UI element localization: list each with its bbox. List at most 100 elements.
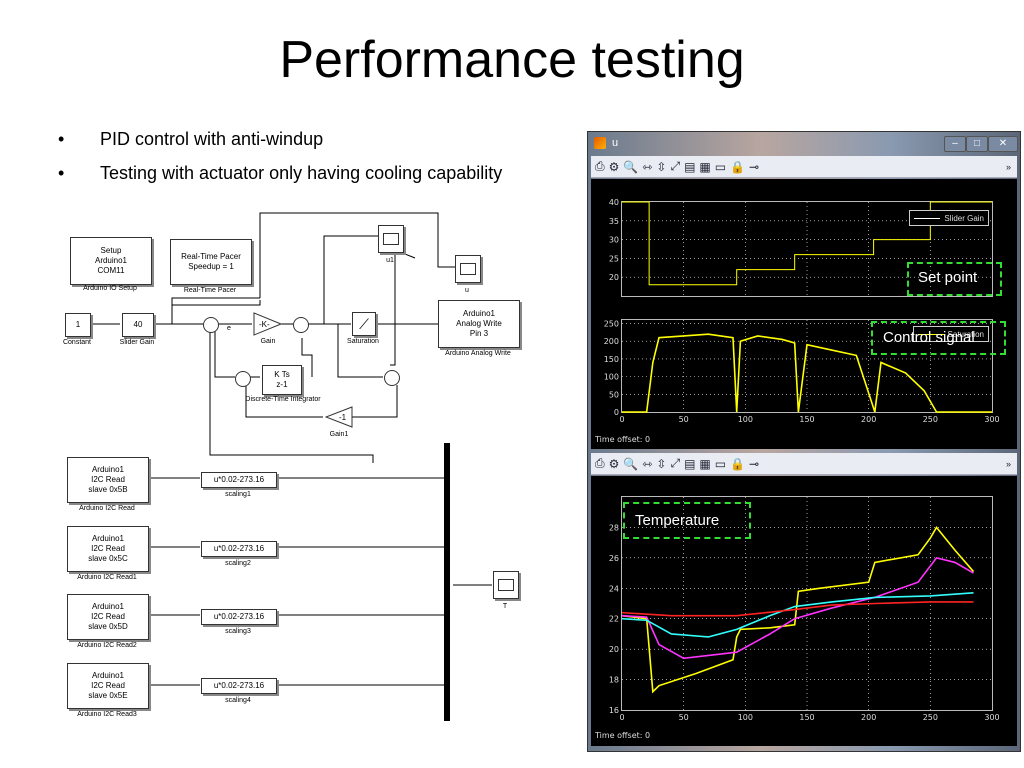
scope-u-block[interactable] bbox=[455, 255, 481, 283]
i2c-read-label: Arduino I2C Read2 bbox=[77, 642, 137, 649]
time-offset-text: Time offset: bbox=[595, 731, 643, 740]
gain1-block[interactable]: -1 bbox=[325, 406, 353, 428]
slide-title: Performance testing bbox=[279, 31, 745, 89]
simulink-diagram: Setup Arduino1 COM11 Arduino IO Setup Re… bbox=[55, 205, 585, 735]
discrete-time-integrator-label: Discrete-Time Integrator bbox=[245, 396, 321, 403]
series-line bbox=[622, 333, 992, 413]
window-title: u bbox=[612, 137, 619, 149]
toolbar-chevron-icon[interactable]: » bbox=[1005, 161, 1011, 172]
x-tick-label: 100 bbox=[738, 713, 753, 722]
y-tick-label: 50 bbox=[609, 390, 619, 399]
i2c-read-block[interactable]: Arduino1 I2C Read slave 0x5D bbox=[67, 594, 149, 640]
minimize-button[interactable]: – bbox=[944, 136, 966, 152]
save-axes-icon[interactable]: ▤ bbox=[684, 456, 696, 471]
print-icon[interactable]: ⎙ bbox=[595, 456, 605, 470]
x-tick-label: 250 bbox=[923, 415, 938, 424]
toolbar-chevron-icon[interactable]: » bbox=[1005, 458, 1011, 469]
arduino-io-setup-block[interactable]: Setup Arduino1 COM11 bbox=[70, 237, 152, 285]
gain-label: Gain bbox=[260, 338, 276, 345]
y-tick-label: 30 bbox=[609, 236, 619, 245]
constant-label: Constant bbox=[62, 339, 92, 346]
slider-gain-block[interactable]: 40 bbox=[122, 313, 154, 337]
y-tick-label: 25 bbox=[609, 254, 619, 263]
zoom-in-icon[interactable]: 🔍 bbox=[623, 456, 639, 471]
i2c-read-label: Arduino I2C Read3 bbox=[77, 711, 137, 718]
scope-toolbar: ⎙⚙🔍⇿⇳⤢▤▦▭🔒⊸ » bbox=[591, 156, 1017, 178]
scaling-block[interactable]: u*0.02-273.16 bbox=[201, 609, 277, 625]
floating-scope-icon[interactable]: ▭ bbox=[714, 159, 727, 174]
x-tick-label: 0 bbox=[619, 415, 624, 424]
x-tick-label: 200 bbox=[861, 415, 876, 424]
gain1-label: Gain1 bbox=[329, 431, 349, 438]
maximize-button[interactable]: □ bbox=[966, 136, 988, 152]
y-tick-label: 28 bbox=[609, 523, 619, 532]
zoom-x-icon[interactable]: ⇿ bbox=[642, 456, 653, 471]
print-icon[interactable]: ⎙ bbox=[595, 159, 605, 173]
i2c-read-block[interactable]: Arduino1 I2C Read slave 0x5E bbox=[67, 663, 149, 709]
i2c-read-label: Arduino I2C Read1 bbox=[77, 574, 137, 581]
y-tick-label: 0 bbox=[614, 408, 619, 417]
i2c-read-block[interactable]: Arduino1 I2C Read slave 0x5B bbox=[67, 457, 149, 503]
saturation-block[interactable]: ⟋ bbox=[352, 312, 376, 336]
series-line bbox=[621, 556, 974, 660]
floating-scope-icon[interactable]: ▭ bbox=[714, 456, 727, 471]
zoom-x-icon[interactable]: ⇿ bbox=[642, 159, 653, 174]
scaling-label: scaling2 bbox=[225, 560, 251, 567]
real-time-pacer-block[interactable]: Real-Time Pacer Speedup = 1 bbox=[170, 239, 252, 285]
arduino-analog-write-block[interactable]: Arduino1 Analog Write Pin 3 bbox=[438, 300, 520, 348]
restore-axes-icon[interactable]: ▦ bbox=[699, 456, 711, 471]
close-button[interactable]: ✕ bbox=[988, 136, 1018, 152]
scope-titlebar[interactable]: u – □ ✕ bbox=[588, 132, 1020, 156]
zoom-in-icon[interactable]: 🔍 bbox=[623, 159, 639, 174]
scaling-block[interactable]: u*0.02-273.16 bbox=[201, 678, 277, 694]
scope-u1-label: u1 bbox=[386, 257, 394, 264]
zoom-y-icon[interactable]: ⇳ bbox=[656, 456, 667, 471]
slider-gain-label: Slider Gain bbox=[119, 339, 155, 346]
zoom-y-icon[interactable]: ⇳ bbox=[656, 159, 667, 174]
parameters-icon[interactable]: ⚙ bbox=[608, 159, 620, 174]
parameters-icon[interactable]: ⚙ bbox=[608, 456, 620, 471]
y-tick-label: 18 bbox=[609, 676, 619, 685]
legend-label: Saturation bbox=[947, 329, 984, 339]
sum-block[interactable] bbox=[203, 317, 219, 333]
i2c-read-label: Arduino I2C Read bbox=[79, 505, 135, 512]
sum-block[interactable] bbox=[235, 371, 251, 387]
scaling-label: scaling3 bbox=[225, 628, 251, 635]
matlab-icon bbox=[594, 137, 606, 149]
y-tick-label: 24 bbox=[609, 584, 619, 593]
restore-axes-icon[interactable]: ▦ bbox=[699, 159, 711, 174]
series-line bbox=[621, 601, 974, 617]
gain-block[interactable]: -K- bbox=[253, 312, 283, 336]
autoscale-icon[interactable]: ⤢ bbox=[670, 159, 681, 173]
x-tick-label: 300 bbox=[984, 713, 999, 722]
control-signal-highlight bbox=[871, 321, 1006, 355]
arduino-io-setup-label: Arduino IO Setup bbox=[83, 285, 137, 292]
x-tick-label: 50 bbox=[679, 415, 689, 424]
scaling-block[interactable]: u*0.02-273.16 bbox=[201, 541, 277, 557]
scope-t-block[interactable] bbox=[493, 571, 519, 599]
lock-icon[interactable]: 🔒 bbox=[730, 456, 746, 471]
i2c-read-block[interactable]: Arduino1 I2C Read slave 0x5C bbox=[67, 526, 149, 572]
signal-lines bbox=[92, 212, 492, 721]
scaling-block[interactable]: u*0.02-273.16 bbox=[201, 472, 277, 488]
sum-block[interactable] bbox=[293, 317, 309, 333]
autoscale-icon[interactable]: ⤢ bbox=[670, 456, 681, 470]
scaling-label: scaling4 bbox=[225, 697, 251, 704]
scope-toolbar: ⎙⚙🔍⇿⇳⤢▤▦▭🔒⊸ » bbox=[591, 453, 1017, 475]
signal-selection-icon[interactable]: ⊸ bbox=[749, 456, 760, 471]
svg-text:-K-: -K- bbox=[259, 320, 270, 329]
save-axes-icon[interactable]: ▤ bbox=[684, 159, 696, 174]
lock-icon[interactable]: 🔒 bbox=[730, 159, 746, 174]
constant-block[interactable]: 1 bbox=[65, 313, 91, 337]
series-line bbox=[622, 201, 992, 286]
discrete-time-integrator-block[interactable]: K Ts z-1 bbox=[262, 365, 302, 395]
scope-u1-block[interactable] bbox=[378, 225, 404, 253]
signal-selection-icon[interactable]: ⊸ bbox=[749, 159, 760, 174]
temperature-highlight bbox=[623, 502, 751, 539]
sum-block[interactable] bbox=[384, 370, 400, 386]
